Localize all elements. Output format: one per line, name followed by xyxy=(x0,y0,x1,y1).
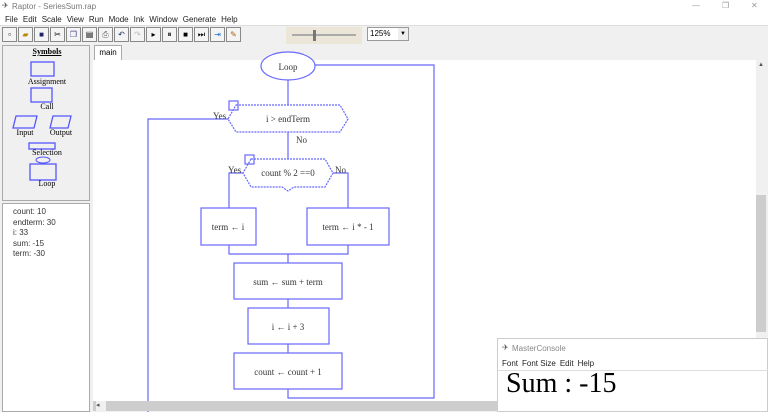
speed-slider[interactable] xyxy=(286,27,362,44)
zoom-value: 125% xyxy=(370,29,391,38)
assign-count xyxy=(233,352,343,390)
print-icon[interactable]: ⎙ xyxy=(98,27,113,42)
console-menu-font-size[interactable]: Font Size xyxy=(522,359,556,368)
menu-scale[interactable]: Scale xyxy=(41,15,62,24)
title-bar: ✈ Raptor - SeriesSum.rap — ❐ ✕ xyxy=(0,0,768,14)
paste-icon[interactable]: ▤ xyxy=(82,27,97,42)
menu-run[interactable]: Run xyxy=(88,15,104,24)
stop-icon[interactable]: ■ xyxy=(178,27,193,42)
exit-line xyxy=(147,118,228,412)
minimize-button[interactable]: — xyxy=(692,1,700,10)
decision1-text: i > endTerm xyxy=(266,114,310,124)
variable-item: i: 33 xyxy=(13,228,29,237)
assign-i-text: i ← i + 3 xyxy=(272,322,305,332)
assign-yes-text: term ← i xyxy=(212,222,245,232)
cut-icon[interactable]: ✂ xyxy=(50,27,65,42)
symbol-shapes[interactable] xyxy=(3,46,91,202)
menu-mode[interactable]: Mode xyxy=(108,15,129,24)
chevron-down-icon[interactable]: ▼ xyxy=(398,28,408,40)
menu-generate[interactable]: Generate xyxy=(182,15,217,24)
menu-window[interactable]: Window xyxy=(149,15,178,24)
step-into-icon[interactable]: ⇥ xyxy=(210,27,225,42)
console-menu-help[interactable]: Help xyxy=(577,359,595,368)
variables-panel: count: 10 endterm: 30 i: 33 sum: -15 ter… xyxy=(2,203,90,412)
raptor-logo-icon: ✈ xyxy=(2,1,9,10)
vertical-scroll-thumb[interactable] xyxy=(756,195,766,332)
menu-view[interactable]: View xyxy=(66,15,84,24)
collapse-box-icon xyxy=(228,100,239,111)
horizontal-scrollbar[interactable]: ◂ xyxy=(93,401,756,411)
variable-item: sum: -15 xyxy=(13,238,45,248)
call-label[interactable]: Call xyxy=(40,102,54,111)
console-menu-font[interactable]: Font xyxy=(502,359,519,368)
decision1-no: No xyxy=(296,135,307,145)
ink-pen-icon[interactable]: ✎ xyxy=(226,27,241,42)
open-folder-icon[interactable]: ▰ xyxy=(18,27,33,42)
raptor-logo-icon: ✈ xyxy=(502,343,509,352)
loop-label: Loop xyxy=(279,62,298,72)
assignment-label[interactable]: Assignment xyxy=(27,77,67,86)
decision-count xyxy=(242,158,334,192)
variable-item: term: -30 xyxy=(13,249,46,258)
redo-icon[interactable]: ↷ xyxy=(130,27,145,42)
assign-sum-text: sum ← sum + term xyxy=(253,277,323,287)
loop-symbol-icon xyxy=(35,156,51,164)
window-title: Raptor - SeriesSum.rap xyxy=(12,2,97,11)
selection-symbol-icon xyxy=(28,142,56,150)
input-label[interactable]: Input xyxy=(16,128,34,137)
decision2-no: No xyxy=(335,165,346,175)
flowchart: Loop i > endTerm Yes No count % 2 ==0 Ye… xyxy=(147,51,435,412)
zoom-select[interactable]: 125% ▼ xyxy=(367,27,409,41)
close-button[interactable]: ✕ xyxy=(751,1,758,10)
menu-edit[interactable]: Edit xyxy=(22,15,37,24)
output-symbol-icon xyxy=(49,115,72,129)
console-title: MasterConsole xyxy=(512,344,566,353)
maximize-button[interactable]: ❐ xyxy=(722,1,730,10)
menu-ink[interactable]: Ink xyxy=(133,15,145,24)
pause-icon[interactable]: ⏸ xyxy=(162,27,177,42)
undo-icon[interactable]: ↶ xyxy=(114,27,129,42)
copy-icon[interactable]: ❐ xyxy=(66,27,81,42)
console-output: Sum : -15 xyxy=(506,368,617,399)
save-icon[interactable]: ■ xyxy=(34,27,49,42)
new-file-icon[interactable]: ▫ xyxy=(2,27,17,42)
output-label[interactable]: Output xyxy=(49,128,73,137)
decision1-yes: Yes xyxy=(213,111,227,121)
assign-count-text: count ← count + 1 xyxy=(254,367,322,377)
input-symbol-icon xyxy=(12,115,38,129)
run-icon[interactable]: ▸ xyxy=(146,27,161,42)
console-menu-edit[interactable]: Edit xyxy=(559,359,574,368)
variable-item: count: 10 xyxy=(13,207,46,216)
variable-item: endterm: 30 xyxy=(13,217,56,227)
decision2-yes: Yes xyxy=(228,165,242,175)
scroll-up-icon[interactable]: ▲ xyxy=(758,62,764,68)
symbols-panel: Symbols Assignment Call Input Output Sel… xyxy=(2,45,90,201)
scroll-left-icon[interactable]: ◂ xyxy=(96,401,106,411)
decision2-text: count % 2 ==0 xyxy=(261,168,315,178)
menu-file[interactable]: File xyxy=(5,15,18,24)
menu-bar: File Edit Scale View Run Mode Ink Window Generat… xyxy=(0,14,768,26)
tab-main[interactable]: main xyxy=(94,45,122,60)
decision-endterm xyxy=(227,104,349,133)
step-icon[interactable]: ⏭ xyxy=(194,27,209,42)
menu-help[interactable]: Help xyxy=(221,15,238,24)
collapse-box-icon xyxy=(244,154,255,165)
selection-label[interactable]: Selection xyxy=(32,148,62,157)
assign-no-text: term ← i * - 1 xyxy=(322,222,373,232)
call-symbol-icon xyxy=(30,87,53,103)
assignment-symbol-icon xyxy=(30,61,55,77)
loop-back-line xyxy=(287,64,435,399)
symbols-title: Symbols xyxy=(32,47,62,56)
slider-thumb[interactable] xyxy=(313,30,316,41)
loop-label[interactable]: Loop xyxy=(38,179,56,188)
